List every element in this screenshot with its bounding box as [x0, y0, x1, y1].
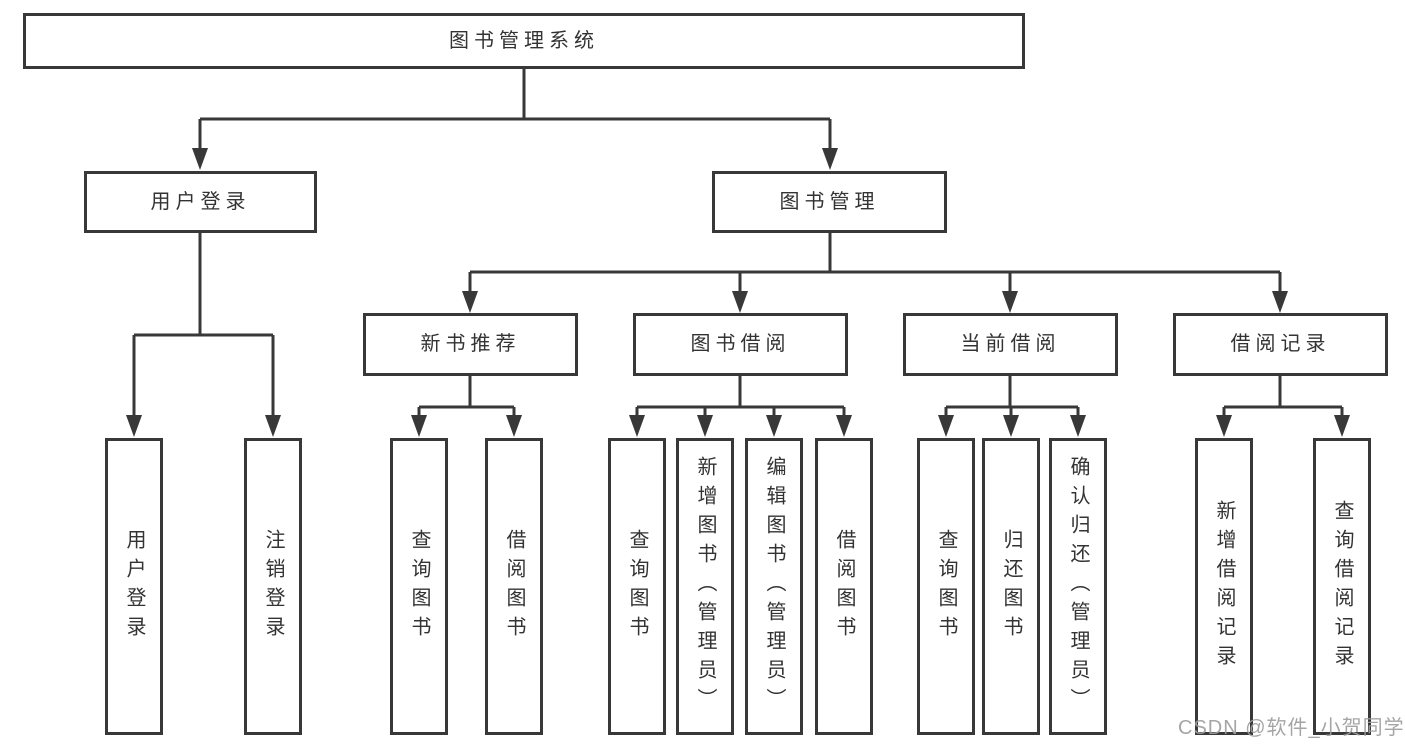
leaf-add-borrow-record: 新增借阅记录 [1195, 438, 1253, 735]
leaf-user-login: 用户登录 [105, 438, 163, 735]
leaf-query-books-borrow: 查询图书 [608, 438, 666, 735]
node-library-system: 图书管理系统 [23, 13, 1025, 69]
leaf-logout: 注销登录 [244, 438, 302, 735]
leaf-query-borrow-record: 查询借阅记录 [1313, 438, 1371, 735]
node-new-book-recommend: 新书推荐 [363, 313, 578, 376]
leaf-confirm-return-admin: 确认归还（管理员） [1049, 438, 1107, 735]
node-book-borrowing: 图书借阅 [633, 313, 848, 376]
leaf-query-books-recommend: 查询图书 [390, 438, 448, 735]
csdn-watermark: CSDN @软件_小贺同学 [1178, 717, 1405, 739]
node-borrowing-records: 借阅记录 [1173, 313, 1388, 376]
leaf-borrow-books-recommend: 借阅图书 [485, 438, 543, 735]
leaf-add-book-admin: 新增图书（管理员） [676, 438, 734, 735]
leaf-return-book: 归还图书 [982, 438, 1040, 735]
node-current-borrowing: 当前借阅 [903, 313, 1118, 376]
node-book-management: 图书管理 [712, 171, 947, 233]
leaf-edit-book-admin: 编辑图书（管理员） [745, 438, 803, 735]
leaf-borrow-books: 借阅图书 [815, 438, 873, 735]
leaf-query-books-current: 查询图书 [917, 438, 975, 735]
node-user-login: 用户登录 [84, 171, 317, 233]
